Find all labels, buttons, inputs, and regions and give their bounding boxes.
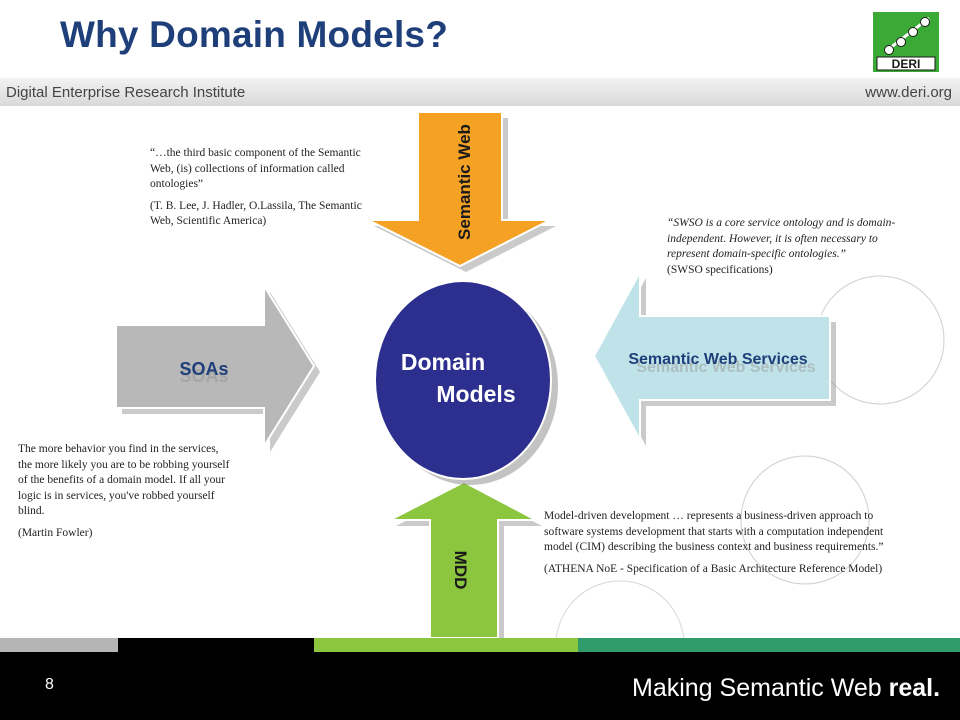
- domain-label: Domain: [401, 349, 485, 375]
- sws-reflection: Semantic Web Services: [636, 359, 815, 376]
- mdd-source: (ATHENA NoE - Specification of a Basic A…: [544, 562, 883, 575]
- website-url: www.deri.org: [865, 84, 952, 101]
- soas-reflection: SOAs: [179, 366, 228, 386]
- footer-tagline: Making Semantic Web real.: [632, 674, 940, 703]
- footer-bar: [0, 652, 960, 720]
- fowler-source: (Martin Fowler): [18, 526, 93, 539]
- bg-circle: [740, 455, 870, 585]
- sws-label: Semantic Web Services: [628, 351, 807, 368]
- semantic-web-arrow: Semantic Web: [367, 111, 556, 272]
- footer-stripes: [0, 638, 960, 652]
- swso-quote: “SWSO is a core service ontology and is …: [667, 217, 896, 260]
- tagline-prefix: Making Semantic Web: [632, 674, 889, 702]
- mdd-arrow: MDD: [389, 480, 542, 644]
- soas-label: SOAs: [179, 359, 228, 379]
- slide-title: Why Domain Models?: [60, 14, 448, 55]
- semantic-web-services-arrow: Semantic Web Services Semantic Web Servi…: [592, 271, 836, 446]
- soas-arrow: SOAs SOAs: [115, 282, 320, 452]
- swso-quote-block: “SWSO is a core service ontology and is …: [667, 216, 915, 284]
- swso-source: (SWSO specifications): [667, 263, 773, 276]
- fowler-quote: The more behavior you find in the servic…: [18, 443, 230, 517]
- mdd-label: MDD: [451, 551, 470, 590]
- fowler-quote-block: The more behavior you find in the servic…: [18, 442, 233, 547]
- page-number: 8: [45, 676, 54, 693]
- semantic-web-source: (T. B. Lee, J. Hadler, O.Lassila, The Se…: [150, 199, 362, 228]
- logo-text: DERI: [892, 57, 921, 71]
- tagline-bold: real.: [888, 674, 941, 702]
- domain-models-circle: Domain Models: [374, 280, 558, 485]
- institute-name: Digital Enterprise Research Institute: [6, 84, 246, 101]
- header-band: [0, 78, 960, 106]
- models-label: Models: [436, 381, 515, 407]
- mdd-quote-block: Model-driven development … represents a …: [544, 509, 889, 583]
- semantic-web-quote: “…the third basic component of the Seman…: [150, 147, 361, 190]
- deri-logo: DERI: [873, 12, 939, 72]
- mdd-quote: Model-driven development … represents a …: [544, 510, 884, 553]
- semantic-web-label: Semantic Web: [455, 124, 474, 240]
- semantic-web-quote-block: “…the third basic component of the Seman…: [150, 146, 375, 236]
